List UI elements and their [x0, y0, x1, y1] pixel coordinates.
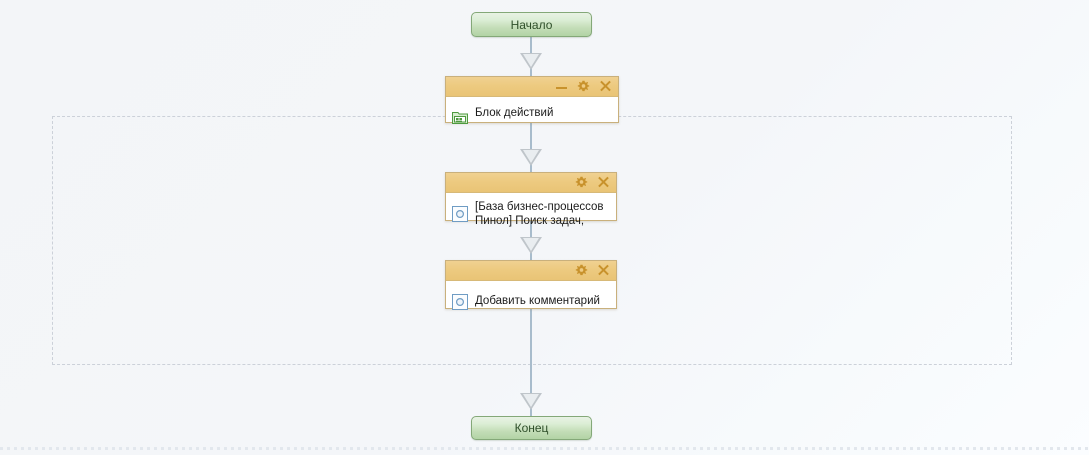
minimize-icon[interactable]: [555, 80, 568, 93]
action-block[interactable]: Блок действий: [445, 76, 619, 124]
start-node-label: Начало: [510, 17, 553, 32]
blue-circle-square-icon: [451, 293, 469, 311]
start-node[interactable]: Начало: [471, 12, 592, 37]
search-tasks-block-header[interactable]: [446, 173, 616, 193]
end-node[interactable]: Конец: [471, 416, 592, 440]
close-icon[interactable]: [599, 80, 612, 93]
connector-arrow-search-to-comment: [520, 237, 542, 254]
connector-line-comment-to-end: [530, 309, 532, 416]
action-block-label: Блок действий: [475, 107, 554, 119]
green-folder-icon: [451, 109, 469, 127]
bottom-dotted-separator: [0, 447, 1089, 450]
close-icon[interactable]: [597, 264, 610, 277]
add-comment-block-body: Добавить комментарий: [446, 281, 616, 311]
add-comment-block[interactable]: Добавить комментарий: [445, 260, 617, 311]
connector-line-action-to-search: [530, 123, 532, 172]
gear-icon[interactable]: [575, 176, 588, 189]
add-comment-block-header[interactable]: [446, 261, 616, 281]
close-icon[interactable]: [597, 176, 610, 189]
gear-icon[interactable]: [575, 264, 588, 277]
action-block-header[interactable]: [446, 77, 618, 97]
add-comment-block-label: Добавить комментарий: [475, 295, 600, 307]
action-block-body: Блок действий: [446, 97, 618, 124]
connector-arrow-action-to-search: [520, 149, 542, 166]
end-node-label: Конец: [514, 421, 549, 435]
search-tasks-block[interactable]: [База бизнес-процессов Пинол] Поиск зада…: [445, 172, 617, 227]
blue-circle-square-icon: [451, 205, 469, 223]
connector-arrow-start-to-action: [520, 53, 542, 70]
search-tasks-block-body: [База бизнес-процессов Пинол] Поиск зада…: [446, 193, 616, 227]
search-tasks-block-label: [База бизнес-процессов Пинол] Поиск зада…: [475, 201, 604, 227]
gear-icon[interactable]: [577, 80, 590, 93]
connector-arrow-comment-to-end: [520, 393, 542, 410]
